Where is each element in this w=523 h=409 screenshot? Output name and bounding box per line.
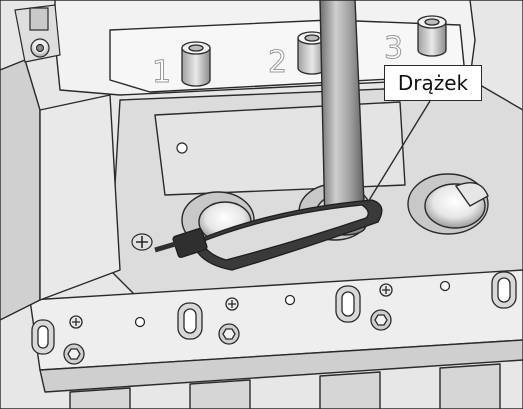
cable-tie	[154, 199, 383, 271]
slot-number-3: 3	[384, 31, 403, 66]
slot-number-2: 2	[268, 45, 287, 80]
callout-leader-line	[367, 100, 431, 203]
slot-number-1: 1	[152, 55, 171, 90]
top-posts	[181, 15, 447, 87]
slot-numbers: 1 2 3	[152, 31, 404, 91]
left-terminal-clamp	[14, 4, 61, 63]
tray-screw	[131, 233, 153, 251]
front-rail-fixings	[31, 271, 517, 365]
plate-hole	[176, 142, 188, 154]
rod-callout-label: Drążek	[384, 65, 482, 101]
